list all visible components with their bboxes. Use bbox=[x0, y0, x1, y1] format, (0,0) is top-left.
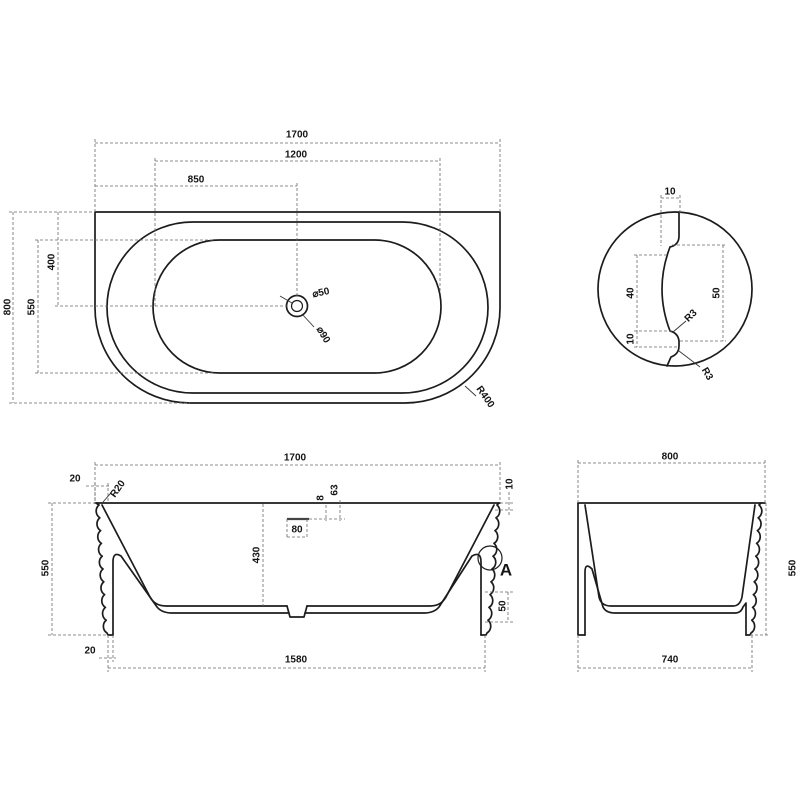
drain-inner-diameter-label: ⌀50 bbox=[311, 286, 330, 300]
side-view-front-panel-edge bbox=[745, 502, 763, 636]
dimension-label: 800 bbox=[3, 298, 14, 315]
front-dimension-rim-thickness: 10 bbox=[495, 478, 516, 516]
dimension-label: 10 bbox=[664, 187, 676, 198]
dimension-overall-width: 800 bbox=[3, 211, 190, 404]
front-view: 1700 20 R20 8 63 80 10 430 bbox=[41, 453, 516, 672]
dimension-label: 10 bbox=[505, 478, 516, 490]
dimension-label-63: 63 bbox=[330, 484, 341, 496]
side-view: 800 550 740 bbox=[577, 452, 799, 672]
dimension-overall-length: 1700 bbox=[94, 130, 501, 212]
dimension-line bbox=[660, 195, 681, 246]
leader-line bbox=[301, 313, 315, 328]
dimension-label: 550 bbox=[788, 559, 799, 576]
dimension-line bbox=[86, 483, 110, 503]
dimension-line bbox=[577, 460, 766, 503]
front-dimension-rim-inset: 20 bbox=[69, 474, 110, 503]
leader-line bbox=[464, 385, 477, 397]
dimension-label: 1700 bbox=[284, 453, 307, 464]
dimension-line bbox=[309, 500, 345, 521]
dimension-basin-width: 550 bbox=[27, 239, 215, 374]
top-view: 1700 1200 850 800 550 400 ⌀50 ⌀90 bbox=[3, 130, 501, 410]
dimension-label: 400 bbox=[47, 253, 58, 270]
detail-dimension-groove: 40 bbox=[626, 254, 672, 332]
front-view-basin-underside bbox=[112, 553, 482, 636]
dimension-line bbox=[485, 591, 513, 623]
front-dimension-depth: 430 bbox=[252, 504, 264, 606]
leader-line bbox=[678, 350, 701, 368]
front-dimension-length: 1700 bbox=[94, 453, 501, 503]
dimension-label-8: 8 bbox=[316, 495, 327, 501]
dimension-line bbox=[286, 519, 308, 538]
detail-marker-circle bbox=[477, 545, 503, 571]
front-dimension-height: 550 bbox=[41, 502, 108, 636]
detail-dimension-lower: 10 bbox=[626, 331, 680, 348]
front-dimension-overflow: 8 63 bbox=[287, 484, 345, 521]
detail-a-marker: A bbox=[477, 545, 512, 579]
front-dimension-groove-pitch: 50 bbox=[485, 591, 513, 623]
side-dimension-width: 800 bbox=[577, 452, 766, 503]
dimension-label: 50 bbox=[498, 600, 509, 612]
leader-line bbox=[672, 320, 687, 333]
dimension-label: 80 bbox=[291, 525, 303, 536]
dimension-line bbox=[35, 239, 215, 374]
dimension-line bbox=[495, 492, 514, 516]
leader-line bbox=[102, 493, 111, 503]
dimension-line bbox=[48, 502, 108, 636]
dimension-line bbox=[634, 254, 672, 332]
dimension-label: 550 bbox=[41, 559, 52, 576]
dimension-label: 550 bbox=[27, 298, 38, 315]
dimension-label: 1200 bbox=[285, 150, 308, 161]
dimension-line bbox=[672, 244, 726, 342]
dimension-line bbox=[94, 139, 501, 212]
side-dimension-base-width: 740 bbox=[577, 635, 753, 672]
side-dimension-height: 550 bbox=[750, 503, 799, 636]
front-dimension-base-inset: 20 bbox=[84, 635, 116, 672]
dimension-label: 1700 bbox=[286, 130, 309, 141]
detail-boundary-circle bbox=[597, 211, 753, 367]
dimension-label: 1580 bbox=[285, 655, 308, 666]
front-view-drain-outlet bbox=[286, 605, 308, 618]
drain-inner-circle bbox=[290, 299, 304, 313]
front-dimension-base-length: 1580 bbox=[108, 635, 486, 672]
dimension-label: 40 bbox=[626, 287, 637, 299]
detail-marker-label: A bbox=[500, 560, 512, 579]
top-view-outer-body bbox=[94, 211, 501, 404]
dimension-line bbox=[577, 635, 753, 672]
dimension-drain-offset: 850 bbox=[95, 175, 298, 296]
dimension-label: 20 bbox=[69, 474, 81, 485]
side-view-basin-underside bbox=[584, 565, 747, 636]
drain-inner-diameter-callout: ⌀50 bbox=[279, 286, 331, 304]
dimension-line bbox=[634, 331, 680, 348]
leader-line bbox=[279, 295, 293, 304]
dimension-line bbox=[154, 158, 441, 306]
dimension-line bbox=[99, 635, 116, 672]
front-view-left-panel-edge bbox=[95, 502, 114, 636]
dimension-label: 20 bbox=[84, 646, 96, 657]
detail-dimension-pitch: 50 bbox=[672, 244, 726, 342]
dimension-line bbox=[108, 635, 486, 672]
dimension-drain-depth: 400 bbox=[47, 212, 287, 307]
top-view-rim bbox=[106, 221, 489, 394]
detail-view-a: 10 40 10 50 R3 R3 bbox=[597, 187, 753, 383]
dimension-line bbox=[55, 212, 287, 307]
front-view-right-panel-edge bbox=[480, 502, 501, 636]
front-dimension-drain-width: 80 bbox=[286, 519, 308, 538]
dimension-label: 850 bbox=[188, 175, 205, 186]
dimension-line bbox=[750, 503, 770, 636]
dimension-basin-length: 1200 bbox=[154, 150, 441, 306]
dimension-label: 740 bbox=[662, 655, 679, 666]
dimension-label: 10 bbox=[626, 333, 637, 345]
dimension-label: 800 bbox=[662, 452, 679, 463]
dimension-line bbox=[95, 183, 298, 296]
dimension-line bbox=[9, 211, 190, 404]
dimension-label: 50 bbox=[712, 287, 723, 299]
dimension-label: 430 bbox=[252, 546, 263, 563]
dimension-line bbox=[94, 462, 501, 503]
detail-dimension-top: 10 bbox=[660, 187, 681, 246]
